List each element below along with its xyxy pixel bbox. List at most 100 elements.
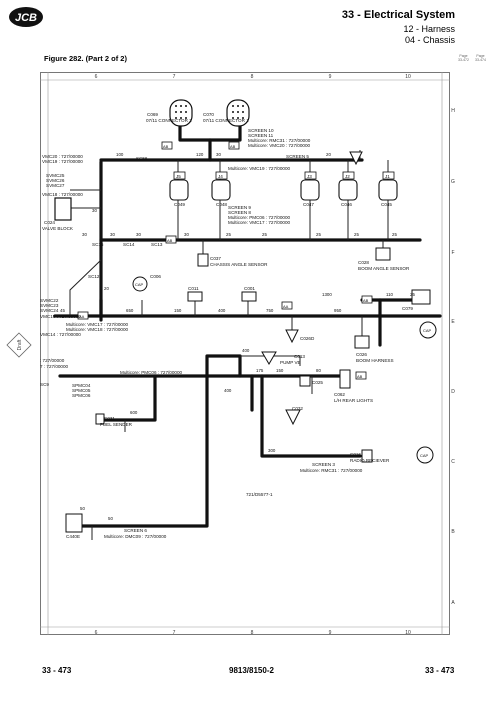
label-svmc24: SVMC24: [40, 308, 59, 313]
length: 20: [326, 152, 331, 157]
grid-col: 6: [95, 630, 98, 636]
draft-badge-text: Draft: [17, 339, 23, 350]
label-j5: J5: [176, 174, 181, 179]
label-valve-block: VALVE BLOCK: [42, 226, 74, 231]
grid-row: E: [451, 319, 455, 325]
label-vmc19-mid: Multicore: VMC19 : 727/00000: [228, 166, 290, 171]
label-screen10: SCREEN 10: [248, 128, 274, 133]
grid-column-labels: 6 7 8 9 10 6 7 8 9 10: [95, 74, 411, 636]
label-spmc04: SPMC04: [72, 383, 91, 388]
label-screen5: SCREEN 5: [286, 154, 309, 159]
label-j2: J2: [345, 174, 350, 179]
length: 400: [242, 348, 250, 353]
connector-c048: [211, 179, 231, 201]
section-subtitle-2: 04 - Chassis: [404, 35, 455, 45]
grid-col: 9: [329, 630, 332, 636]
jcb-logo: JCB: [9, 7, 43, 27]
label-j3: J3: [307, 174, 312, 179]
label-cap-c079: CAP: [423, 328, 432, 333]
label-vmc17-b: Multicore: VMC17 : 727/00000: [66, 322, 128, 327]
grid-col: 6: [95, 74, 98, 80]
next-page-tab[interactable]: Page: [476, 54, 485, 58]
tag-ab: AB: [167, 238, 173, 243]
section-subtitle-1: 12 - Harness: [403, 24, 455, 34]
grid-row: B: [451, 529, 455, 535]
label-rmc31-b: Multicore: RMC31 : 727/00000: [300, 468, 363, 473]
footer-page-left: 33 - 473: [42, 666, 72, 675]
length: 25: [226, 232, 231, 237]
label-c026d: C026D: [300, 336, 315, 341]
draft-badge: Draft: [6, 332, 32, 358]
length: 650: [126, 308, 134, 313]
length: 100: [116, 152, 124, 157]
label-vmc18-left2: VMC18 : 727/00000: [40, 314, 81, 319]
label-sc12: SC12: [88, 274, 100, 279]
diagram-frame: [40, 72, 450, 635]
length: 25: [316, 232, 321, 237]
length: 400: [224, 388, 232, 393]
grid-row: A: [451, 600, 455, 606]
page-navigation[interactable]: Page Page 33-472 33-474: [455, 54, 491, 62]
connector-c001: [241, 291, 257, 302]
connector-c016: [361, 449, 373, 463]
connector-c069-c070: [169, 99, 250, 127]
label-dmc09: Multicore: DMC09 : 727/00000: [104, 534, 167, 539]
length: 110: [386, 292, 394, 297]
next-page-number[interactable]: 33-474: [475, 58, 486, 62]
label-vmc14: VMC14 : 727/00000: [40, 332, 81, 337]
connector-c079: [411, 289, 431, 305]
junction-tags: [77, 141, 373, 380]
length: 30: [110, 232, 115, 237]
connector-c047: [300, 179, 320, 201]
label-pmc-l1: : 727/00000: [40, 358, 65, 363]
label-vmc20-left: VMC20 : 727/00000: [42, 154, 83, 159]
length: 1300: [322, 292, 332, 297]
length: 20: [104, 286, 109, 291]
label-c006: C006: [150, 274, 161, 279]
label-c048: C048: [216, 202, 227, 207]
label-cap-c006: CAP: [135, 282, 144, 287]
prev-page-tab[interactable]: Page: [459, 54, 468, 58]
label-c046: C046: [341, 202, 352, 207]
length: 150: [276, 368, 284, 373]
label-radio-rx: RADIO RECIEVER: [350, 458, 390, 463]
label-screen11: SCREEN 11: [248, 133, 274, 138]
label-c024: C024: [44, 220, 55, 225]
label-svmc26: SVMC26: [46, 178, 65, 183]
logo-text: JCB: [15, 12, 37, 24]
label-spmc06: SPMC06: [72, 393, 91, 398]
tag-ab: AB: [163, 144, 169, 149]
label-spmc05: SPMC05: [72, 388, 91, 393]
label-c028: C028: [358, 260, 369, 265]
length: 80: [316, 368, 321, 373]
label-c001: C001: [244, 286, 255, 291]
grid-col: 10: [405, 630, 411, 636]
bottom-trunk: [68, 374, 209, 528]
label-drawing-no: 721/D5577-1: [246, 492, 273, 497]
connector-c046: [338, 179, 358, 201]
label-c047: C047: [303, 202, 314, 207]
length: 120: [196, 152, 204, 157]
label-c025: C025: [312, 380, 323, 385]
label-svmc22: SVMC22: [40, 298, 59, 303]
tag-aa: AA: [79, 314, 85, 319]
label-vmc20-top: Multicore: VMC20 : 727/00000: [248, 143, 310, 148]
label-vmc19-left: VMC19 : 727/00000: [42, 159, 83, 164]
length: 150: [174, 308, 182, 313]
prev-page-number[interactable]: 33-472: [458, 58, 469, 62]
tag-ab: AB: [230, 144, 236, 149]
triangle-screen5: [349, 151, 363, 166]
label-c049: C049: [174, 202, 185, 207]
harness-trunks: [53, 122, 442, 528]
label-svmc27: SVMC27: [46, 183, 65, 188]
cap-c016: [416, 446, 434, 464]
label-c062: C062: [334, 392, 345, 397]
label-c045: C045: [381, 202, 392, 207]
length: 175: [256, 368, 264, 373]
label-vmc18-b: Multicore: VMC18 : 727/00000: [66, 327, 128, 332]
length: 30: [216, 152, 221, 157]
label-sc13: SC13: [151, 242, 163, 247]
grid-col: 9: [329, 74, 332, 80]
label-pump-ve: PUMP VE: [280, 360, 301, 365]
